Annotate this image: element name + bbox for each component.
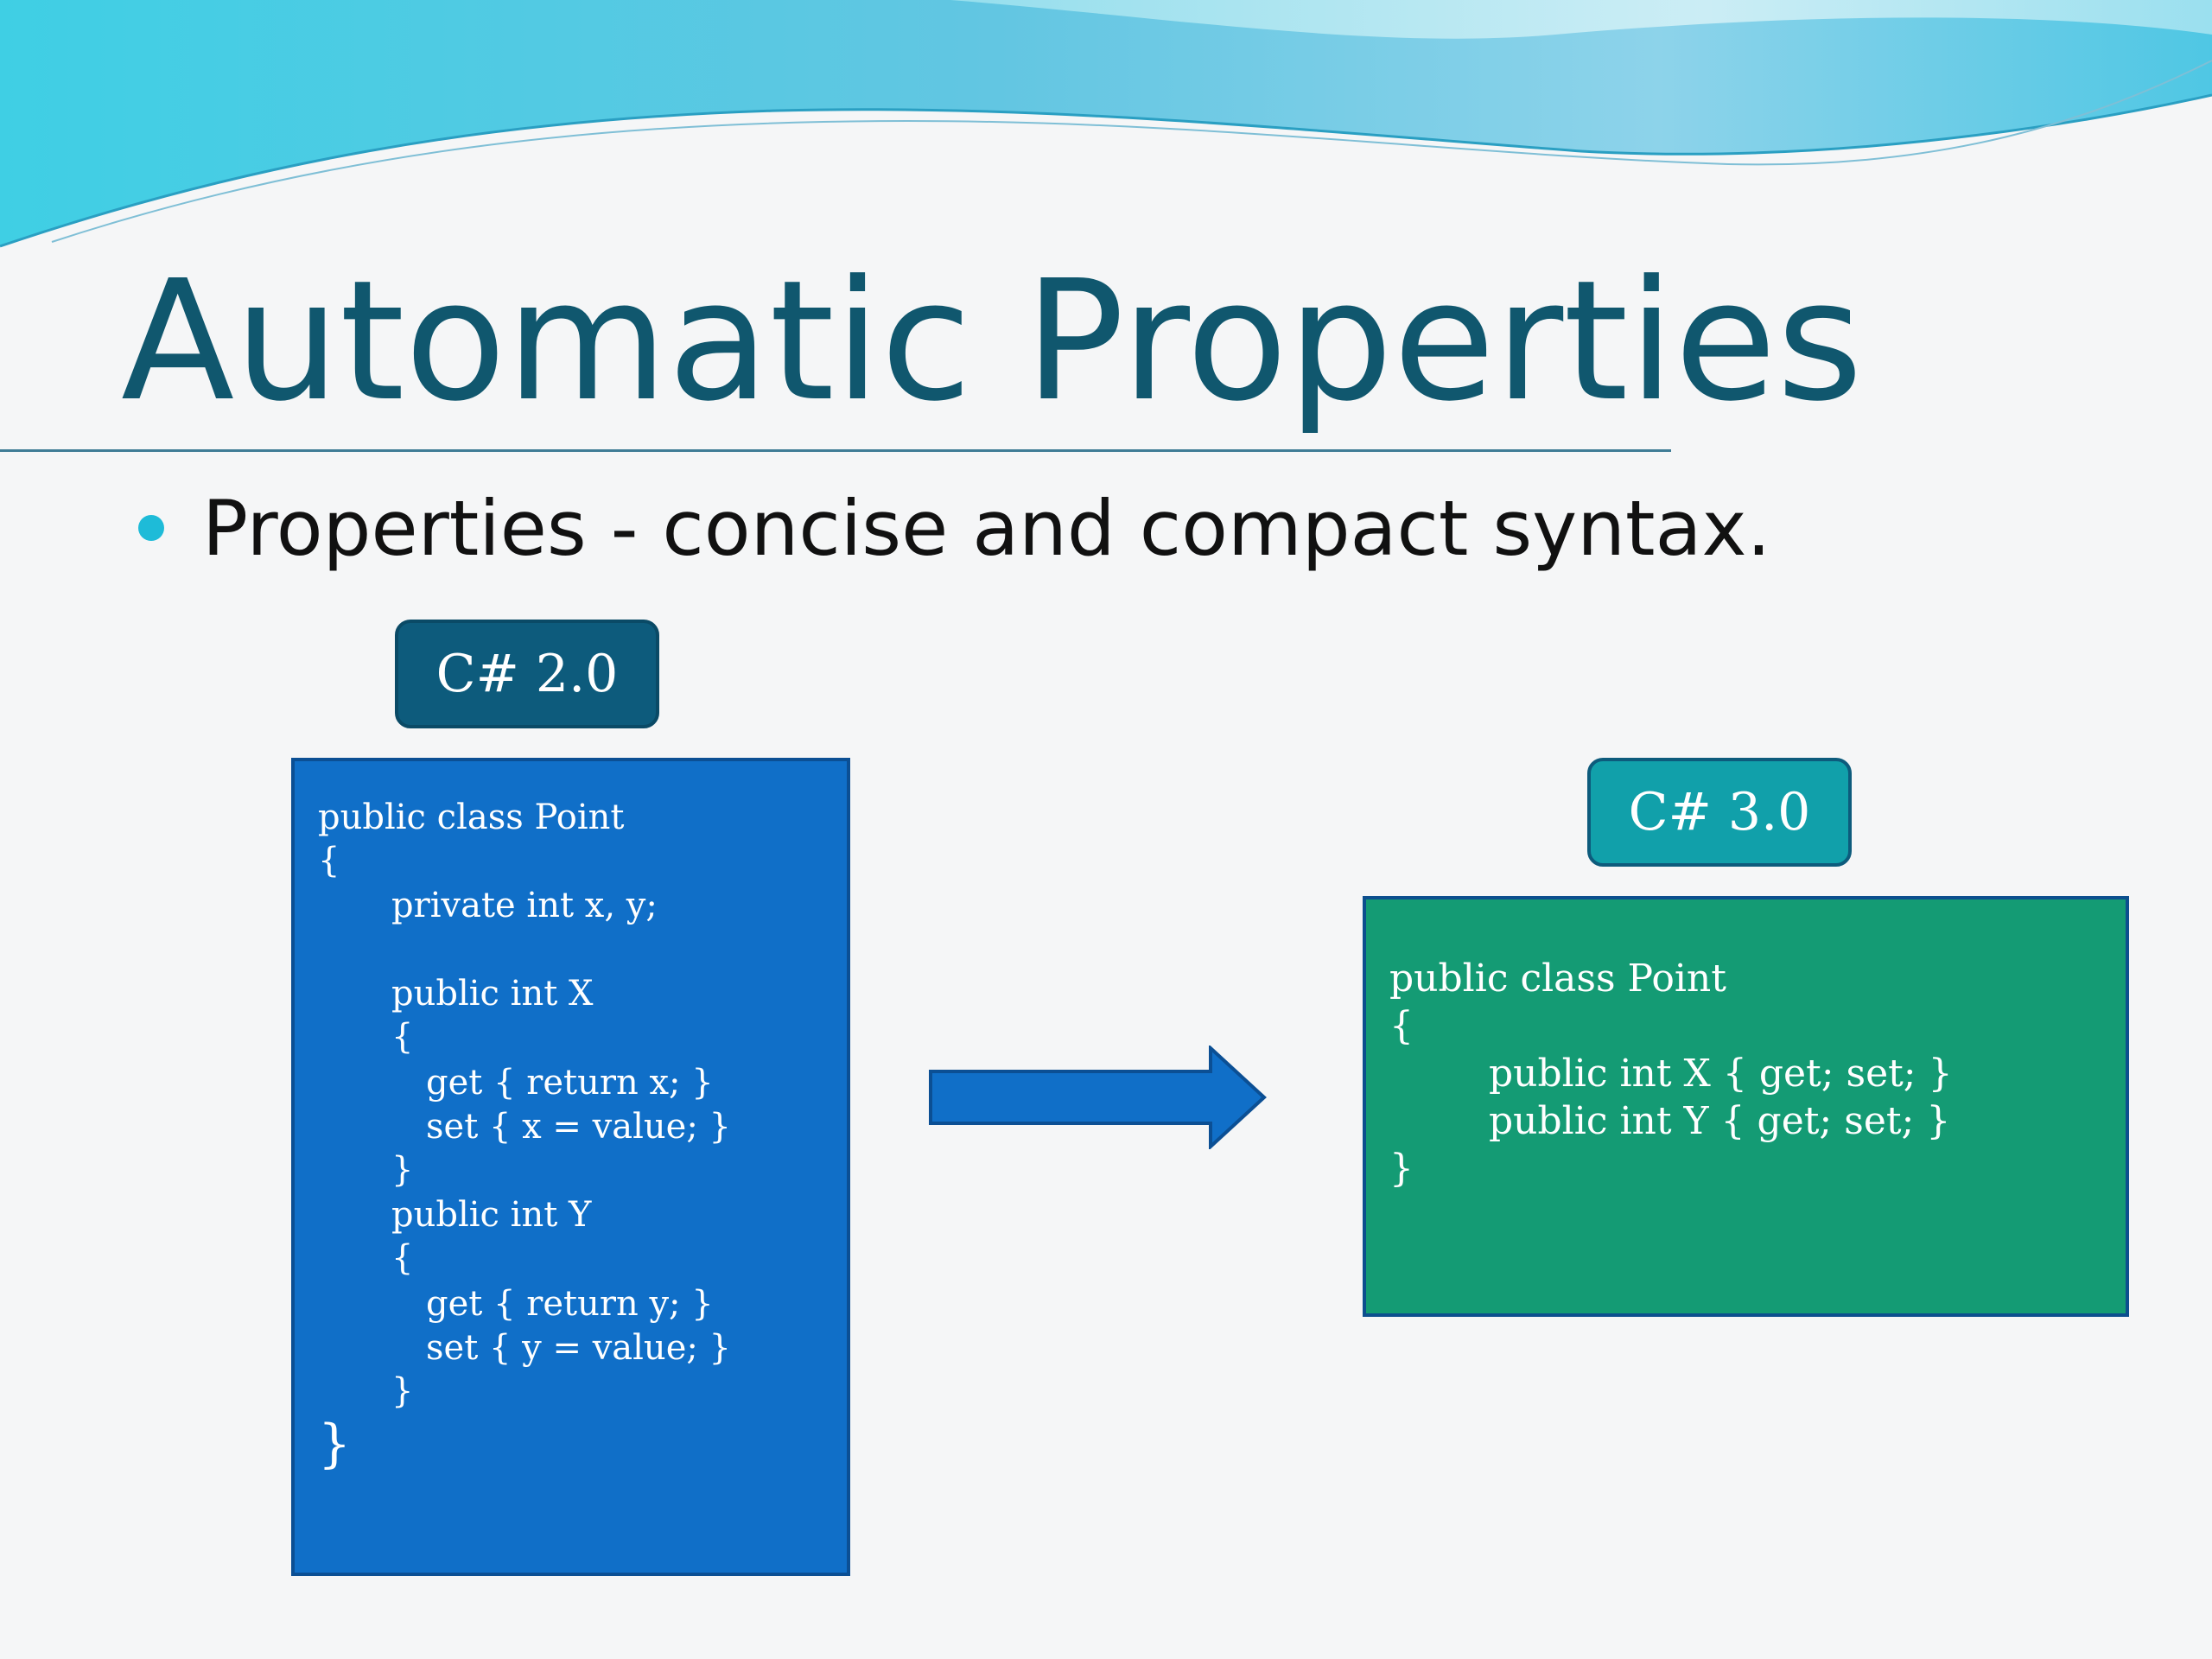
code-line: set { y = value; } [426, 1328, 732, 1368]
code-line: private int x, y; [391, 886, 658, 925]
bullet-point: Properties - concise and compact syntax. [138, 480, 1771, 575]
code-line: } [318, 1414, 352, 1474]
header-wave-decoration [0, 0, 2212, 248]
code-line: get { return x; } [426, 1063, 714, 1103]
code-line: public class Point [1389, 957, 1726, 1001]
right-arrow-icon [929, 1046, 1267, 1149]
code-line: public int X [391, 974, 594, 1014]
code-line: public int Y [391, 1195, 592, 1235]
code-line: public int X { get; set; } [1489, 1052, 1953, 1096]
csharp-2-label: C# 2.0 [395, 620, 659, 728]
title-divider [0, 449, 1671, 452]
bullet-text: Properties - concise and compact syntax. [202, 483, 1771, 573]
csharp-3-label: C# 3.0 [1587, 758, 1852, 867]
csharp-2-code-box: public class Point { private int x, y; p… [291, 758, 850, 1576]
code-line: } [1389, 1147, 1414, 1191]
code-line: } [391, 1150, 414, 1190]
code-line: set { x = value; } [426, 1107, 731, 1147]
code-line: { [1389, 1004, 1414, 1048]
code-line: get { return y; } [426, 1284, 714, 1324]
code-line: public int Y { get; set; } [1489, 1099, 1951, 1143]
code-line: public class Point [318, 798, 625, 837]
code-line: } [391, 1371, 414, 1411]
code-line: { [391, 1017, 414, 1057]
page-title: Automatic Properties [121, 245, 1863, 438]
bullet-dot-icon [138, 515, 164, 541]
code-line: { [318, 841, 340, 880]
csharp-3-code-box: public class Point { public int X { get;… [1363, 896, 2129, 1317]
code-line: { [391, 1238, 414, 1278]
